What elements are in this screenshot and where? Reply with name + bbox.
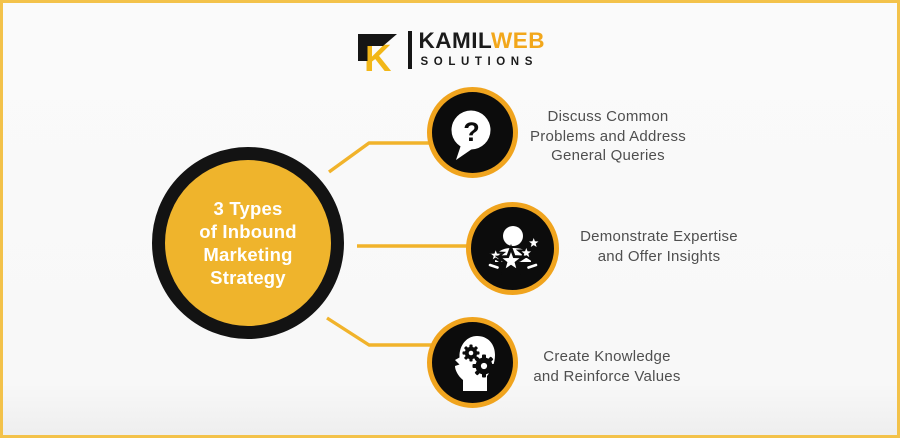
caption-knowledge: Create Knowledge and Reinforce Values <box>497 347 717 386</box>
caption-line: Create Knowledge <box>543 348 671 365</box>
question-bubble-icon: ? <box>451 110 491 160</box>
head-gears-icon <box>455 336 496 391</box>
caption-line: and Reinforce Values <box>533 367 681 385</box>
caption-line: Discuss Common <box>547 108 669 125</box>
node-knowledge <box>427 317 518 408</box>
node-queries: ? <box>427 87 518 178</box>
brand-name: KAMILWEB <box>419 29 546 53</box>
caption-queries: Discuss Common Problems and Address Gene… <box>498 107 718 166</box>
hub-title-line: Strategy <box>210 267 286 288</box>
node-expertise <box>466 202 559 295</box>
caption-line: and Offer Insights <box>597 247 721 265</box>
brand-mark-icon: K <box>358 34 397 75</box>
person-stars-icon <box>485 226 539 275</box>
connector-top <box>328 141 441 174</box>
connector-bottom <box>326 316 441 347</box>
gear-icon <box>472 354 496 378</box>
caption-line: Demonstrate Expertise <box>580 228 738 245</box>
hub-circle: 3 Types of Inbound Marketing Strategy <box>152 147 344 339</box>
hub-title-line: Marketing <box>203 244 293 265</box>
hub-title: 3 Types of Inbound Marketing Strategy <box>199 197 297 289</box>
hub-title-line: 3 Types <box>213 198 283 219</box>
question-glyph: ? <box>463 117 480 147</box>
caption-expertise: Demonstrate Expertise and Offer Insights <box>549 227 769 266</box>
logo-divider <box>408 31 412 69</box>
hub-title-line: of Inbound <box>199 221 297 242</box>
caption-line: General Queries <box>551 147 665 164</box>
brand-name-primary: KAMIL <box>418 28 491 53</box>
caption-line: Problems and Address <box>530 127 686 145</box>
gear-icon <box>462 344 480 362</box>
brand-subtitle: SOLUTIONS <box>420 56 538 68</box>
logo-text: KAMILWEB SOLUTIONS <box>419 29 546 69</box>
brand-logo: K KAMILWEB SOLUTIONS <box>3 29 897 75</box>
brand-name-accent: WEB <box>491 28 545 53</box>
